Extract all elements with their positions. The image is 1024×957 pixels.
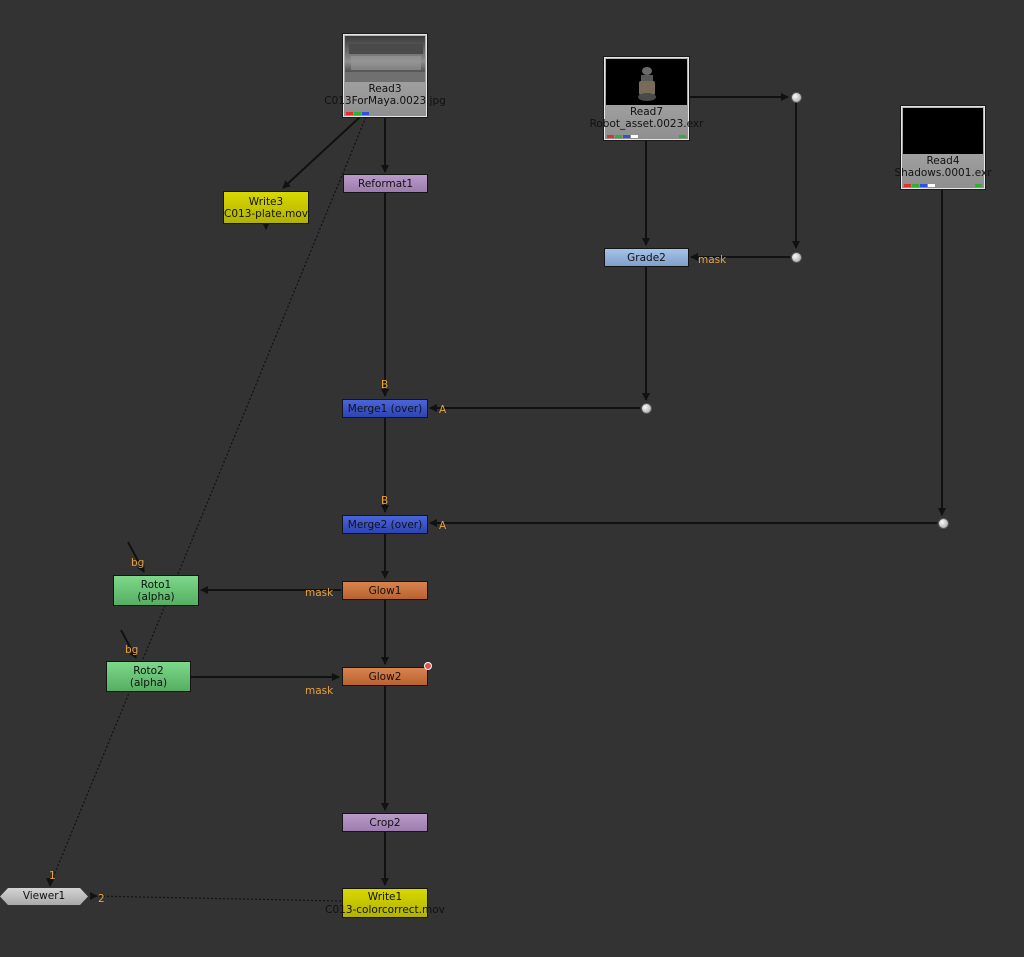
write1-label: Write1 [367, 891, 403, 903]
dot-merge2-a[interactable] [938, 518, 949, 529]
roto1-bg-label: bg [131, 557, 145, 569]
merge2-b-label: B [381, 495, 389, 507]
read4-channel-green [912, 184, 919, 187]
read7-channel-extra [679, 135, 686, 138]
merge2-node[interactable]: Merge2 (over) [342, 515, 428, 534]
grade2-label: Grade2 [627, 251, 666, 264]
read3-node[interactable]: Read3 C013ForMaya.0023.jpg [324, 33, 446, 118]
viewer-input2-label: 2 [98, 893, 105, 905]
pipe-viewer-input1[interactable] [49, 116, 367, 886]
pipe-roto1-bg[interactable] [127, 541, 145, 573]
read3-channel-red [346, 112, 353, 115]
viewer-input1-arrowhead [46, 878, 55, 887]
merge1-label: Merge1 (over) [347, 402, 423, 415]
reformat1-label: Reformat1 [358, 177, 413, 190]
read4-label: Read4 [926, 155, 960, 167]
read7-node[interactable]: Read7 Robot_asset.0023.exr [590, 56, 703, 141]
read7-channel-green [615, 135, 622, 138]
write3-node[interactable]: Write3 C013-plate.mov [223, 191, 309, 224]
roto2-channel: (alpha) [129, 676, 168, 689]
crop2-node[interactable]: Crop2 [342, 813, 428, 832]
read4-channel-red [904, 184, 911, 187]
read4-thumbnail [903, 108, 983, 154]
roto1-label: Roto1 [140, 578, 172, 591]
read3-label: Read3 [368, 83, 402, 95]
read4-node[interactable]: Read4 Shadows.0001.exr [894, 105, 992, 190]
merge1-b-label: B [381, 379, 389, 391]
viewer1-node[interactable]: Viewer1 [0, 888, 88, 905]
read4-filename: Shadows.0001.exr [894, 167, 992, 179]
write1-filename: C013-colorcorrect.mov [325, 904, 445, 916]
merge1-node[interactable]: Merge1 (over) [342, 399, 428, 418]
read7-filename: Robot_asset.0023.exr [589, 118, 704, 130]
glow1-mask-label: mask [305, 587, 334, 599]
roto1-node[interactable]: Roto1 (alpha) [113, 575, 199, 606]
crop2-label: Crop2 [369, 816, 401, 829]
pipe-read3-write3[interactable] [282, 116, 361, 189]
viewer-input1-label: 1 [49, 870, 56, 882]
pipe-roto2-bg[interactable] [120, 629, 137, 659]
read7-channel-red [607, 135, 614, 138]
read7-channel-blue [623, 135, 630, 138]
read7-thumbnail [606, 59, 687, 105]
read4-channel-blue [920, 184, 927, 187]
merge2-label: Merge2 (over) [347, 518, 423, 531]
viewer-input2-arrowhead [90, 892, 98, 900]
reformat1-node[interactable]: Reformat1 [343, 174, 428, 193]
merge2-a-label: A [439, 520, 447, 532]
glow2-node[interactable]: Glow2 [342, 667, 428, 686]
dot-read7-branch[interactable] [791, 92, 802, 103]
write3-filename: C013-plate.mov [224, 207, 308, 220]
read3-thumbnail [345, 36, 425, 82]
glow2-label: Glow2 [368, 670, 402, 683]
glow1-node[interactable]: Glow1 [342, 581, 428, 600]
read3-channel-green [354, 112, 361, 115]
roto2-label: Roto2 [133, 664, 164, 677]
glow2-warning-icon [424, 662, 432, 670]
read3-channel-blue [362, 112, 369, 115]
read3-filename: C013ForMaya.0023.jpg [324, 95, 446, 107]
roto2-bg-label: bg [125, 644, 139, 656]
grade2-mask-label: mask [698, 254, 727, 266]
read7-label: Read7 [629, 106, 664, 118]
merge1-a-label: A [439, 404, 447, 416]
write1-node[interactable]: Write1 C013-colorcorrect.mov [325, 888, 445, 918]
write3-label: Write3 [248, 195, 284, 208]
roto1-channel: (alpha) [137, 590, 175, 603]
glow1-label: Glow1 [368, 584, 402, 597]
read4-channel-extra [975, 184, 982, 187]
grade2-node[interactable]: Grade2 [604, 248, 689, 267]
roto2-node[interactable]: Roto2 (alpha) [106, 661, 191, 692]
dot-merge1-a[interactable] [641, 403, 652, 414]
pipe-viewer-input2[interactable] [91, 895, 342, 902]
read7-channel-alpha [631, 135, 638, 138]
glow2-mask-label: mask [305, 685, 334, 697]
dot-grade2-mask[interactable] [791, 252, 802, 263]
read4-channel-alpha [928, 184, 935, 187]
